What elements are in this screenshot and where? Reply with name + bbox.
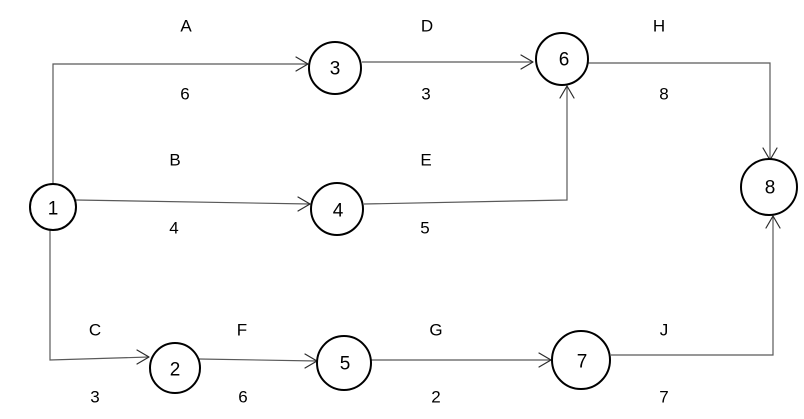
- node-8: 8: [740, 158, 798, 216]
- node-2-label: 2: [170, 360, 181, 381]
- activity-c-duration: 3: [90, 388, 99, 407]
- edge-a: [52, 63, 308, 186]
- arrowhead-j-icon: [765, 215, 781, 229]
- edge-f: [198, 358, 318, 362]
- node-4-circle: [310, 182, 364, 236]
- node-7-label: 7: [577, 352, 588, 373]
- activity-d-name: D: [421, 17, 433, 36]
- edge-b: [75, 199, 311, 205]
- activity-b-duration: 4: [169, 219, 178, 238]
- activity-e-duration: 5: [420, 219, 429, 238]
- activity-g-name: G: [429, 321, 442, 340]
- node-8-circle: [740, 158, 798, 216]
- activity-j-duration: 7: [659, 388, 668, 407]
- activity-c-name: C: [89, 321, 101, 340]
- node-1: 1: [29, 183, 77, 231]
- arrowheads: [136, 54, 781, 369]
- node-7-circle: [551, 330, 611, 390]
- node-1-label: 1: [48, 199, 59, 220]
- node-4-label: 4: [333, 201, 344, 222]
- arrowhead-b-icon: [297, 196, 311, 212]
- node-8-label: 8: [765, 178, 776, 199]
- activity-durations: 6 4 3 3 5 6 2 8 7: [90, 85, 668, 407]
- node-5: 5: [316, 335, 372, 391]
- node-6: 6: [535, 32, 589, 86]
- edge-j: [611, 216, 774, 356]
- edge-c: [49, 229, 150, 361]
- activity-f-duration: 6: [238, 388, 247, 407]
- node-4: 4: [310, 182, 364, 236]
- activity-f-name: F: [237, 321, 247, 340]
- activity-d-duration: 3: [421, 85, 430, 104]
- nodes: 1 2 3 4 5 6 7 8: [29, 32, 798, 394]
- activity-h-duration: 8: [659, 85, 668, 104]
- activity-j-name: J: [660, 321, 669, 340]
- node-3-label: 3: [330, 59, 341, 80]
- node-2: 2: [149, 342, 201, 394]
- node-5-label: 5: [340, 354, 351, 375]
- node-7: 7: [551, 330, 611, 390]
- arrowhead-e-icon: [559, 85, 575, 99]
- activity-a-duration: 6: [180, 85, 189, 104]
- arrowhead-a-icon: [295, 56, 309, 72]
- node-2-circle: [149, 342, 201, 394]
- node-6-circle: [535, 32, 589, 86]
- arrowhead-c-icon: [136, 349, 150, 365]
- activity-a-name: A: [180, 17, 192, 36]
- activity-e-name: E: [420, 151, 431, 170]
- edge-h: [588, 62, 771, 160]
- node-3-circle: [308, 41, 362, 95]
- node-3: 3: [308, 41, 362, 95]
- arrowhead-d-icon: [520, 54, 534, 70]
- activity-h-name: H: [653, 17, 665, 36]
- activity-b-name: B: [169, 151, 180, 170]
- node-1-circle: [29, 183, 77, 231]
- node-6-label: 6: [559, 50, 570, 71]
- node-5-circle: [316, 335, 372, 391]
- activity-g-duration: 2: [431, 388, 440, 407]
- edges: [49, 61, 774, 362]
- edge-e: [363, 86, 568, 205]
- activity-names: A B C D E F G H J: [89, 17, 668, 340]
